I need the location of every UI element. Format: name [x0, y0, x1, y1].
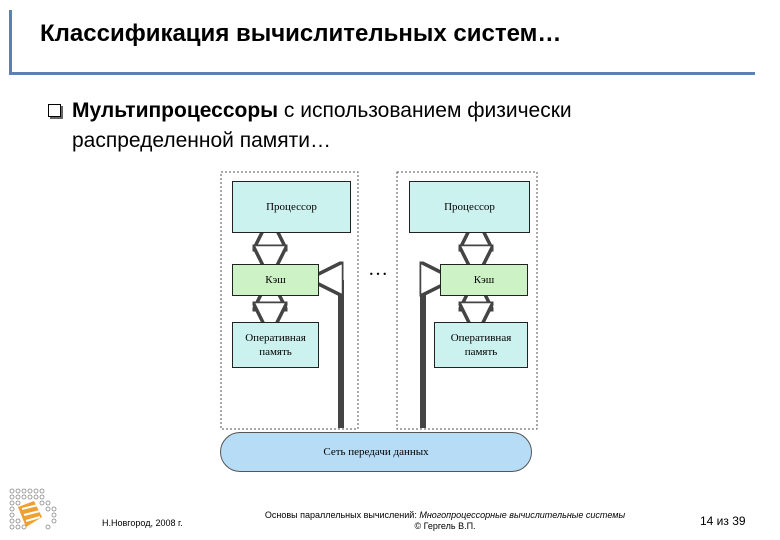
- left-memory-box: Оперативная память: [232, 322, 319, 368]
- left-processor-box: Процессор: [232, 181, 351, 233]
- footer-course-title: Основы параллельных вычислений: Многопро…: [245, 510, 645, 540]
- network-box: Сеть передачи данных: [220, 432, 532, 472]
- left-processor-label: Процессор: [266, 201, 317, 213]
- right-memory-box: Оперативная память: [434, 322, 528, 368]
- title-accent-bar: [9, 10, 12, 74]
- slide-title: Классификация вычислительных систем…: [40, 20, 562, 47]
- right-cache-label: Кэш: [473, 274, 495, 286]
- bullet-bold-term: Мультипроцессоры: [72, 99, 279, 122]
- right-node-frame: [396, 171, 538, 430]
- left-node-frame: [220, 171, 359, 430]
- right-processor-label: Процессор: [444, 201, 495, 213]
- left-cache-label: Кэш: [265, 274, 286, 286]
- left-cache-box: Кэш: [232, 264, 319, 296]
- right-cache-box: Кэш: [440, 264, 528, 296]
- right-memory-label-line2: память: [464, 346, 498, 358]
- right-processor-box: Процессор: [409, 181, 530, 233]
- bullet-text: Мультипроцессоры с использованием физиче…: [72, 96, 692, 156]
- title-underline: [9, 72, 755, 75]
- right-memory-label-line1: Оперативная: [450, 332, 512, 344]
- ellipsis-more-nodes: …: [368, 258, 388, 280]
- footer-location-date: Н.Новгород, 2008 г.: [102, 518, 183, 528]
- left-memory-label-line2: память: [259, 346, 292, 358]
- bullet-square-icon: [48, 104, 61, 117]
- footer-author: © Гергель В.П.: [414, 521, 476, 531]
- footer-course-italic: Многопроцессорные вычислительные системы: [419, 510, 626, 520]
- left-memory-label-line1: Оперативная: [245, 332, 306, 344]
- bullet-description: с использованием физически распределенно…: [72, 99, 572, 152]
- page-number: 14 из 39: [700, 514, 746, 528]
- footer-course-plain: Основы параллельных вычислений:: [264, 510, 420, 520]
- university-logo-icon: [9, 488, 57, 530]
- network-label: Сеть передачи данных: [323, 446, 429, 458]
